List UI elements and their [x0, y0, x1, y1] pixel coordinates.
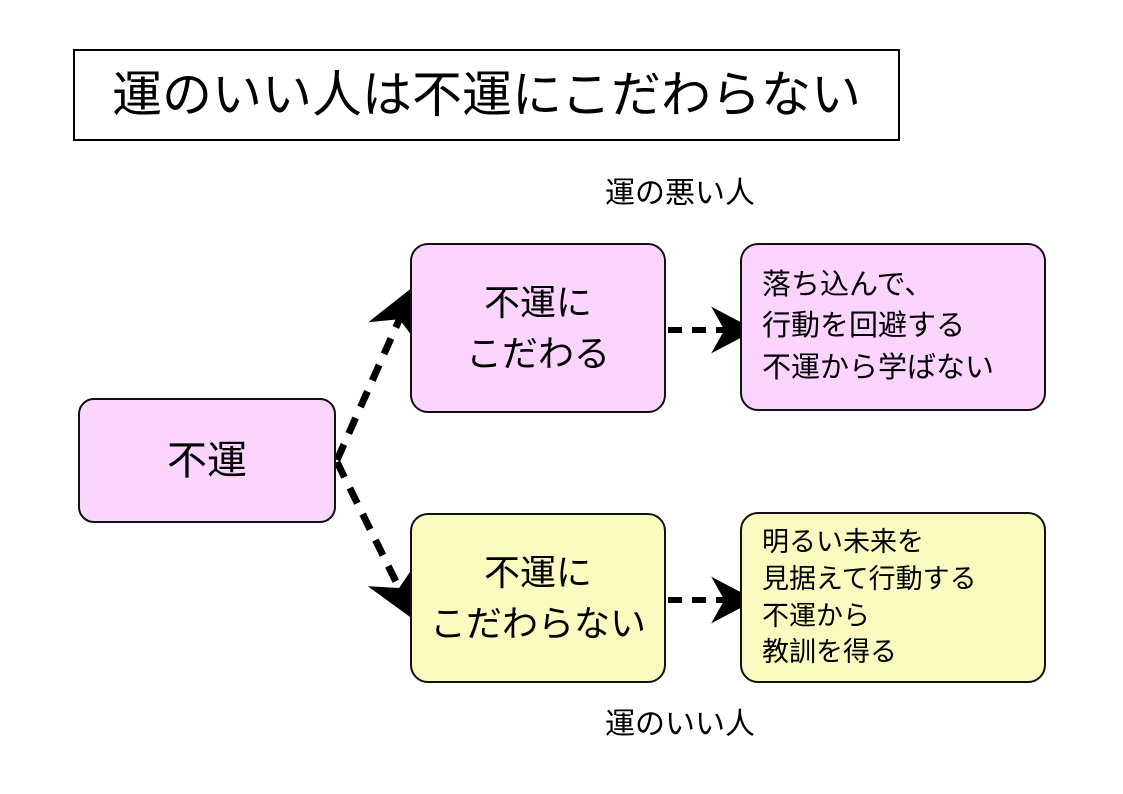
title-box: 運のいい人は不運にこだわらない [73, 49, 900, 141]
node-let-go-result[interactable]: 明るい未来を 見据えて行動する 不運から 教訓を得る [740, 512, 1046, 683]
node-let-go-result-line-4: 教訓を得る [762, 637, 897, 668]
arrow-misfortune-to-obsess [333, 285, 419, 462]
node-let-go-line-2: こだわらない [429, 603, 646, 644]
node-obsess-line-1: 不運に [483, 281, 592, 323]
caption-lucky-person: 運のいい人 [605, 708, 755, 741]
node-let-go-result-line-2: 見据えて行動する [762, 563, 977, 594]
page-title: 運のいい人は不運にこだわらない [112, 66, 861, 123]
node-let-go-result-line-3: 不運から [762, 600, 870, 631]
node-misfortune[interactable]: 不運 [78, 398, 336, 523]
node-let-go-line-1: 不運に [483, 551, 592, 593]
node-obsess-line-2: こだわる [465, 333, 610, 374]
node-obsess[interactable]: 不運に こだわる [410, 243, 666, 413]
caption-unlucky-person: 運の悪い人 [605, 177, 755, 210]
node-let-go-result-line-1: 明るい未来を [762, 527, 924, 558]
node-let-go[interactable]: 不運に こだわらない [410, 513, 666, 683]
arrow-misfortune-to-let-go [333, 460, 417, 621]
node-obsess-result-line-2: 行動を回避する [762, 310, 966, 343]
node-misfortune-line-1: 不運 [167, 438, 247, 483]
node-obsess-result[interactable]: 落ち込んで、 行動を回避する 不運から学ばない [740, 243, 1046, 411]
node-obsess-result-line-3: 不運から学ばない [762, 351, 995, 384]
node-obsess-result-line-1: 落ち込んで、 [762, 269, 934, 302]
